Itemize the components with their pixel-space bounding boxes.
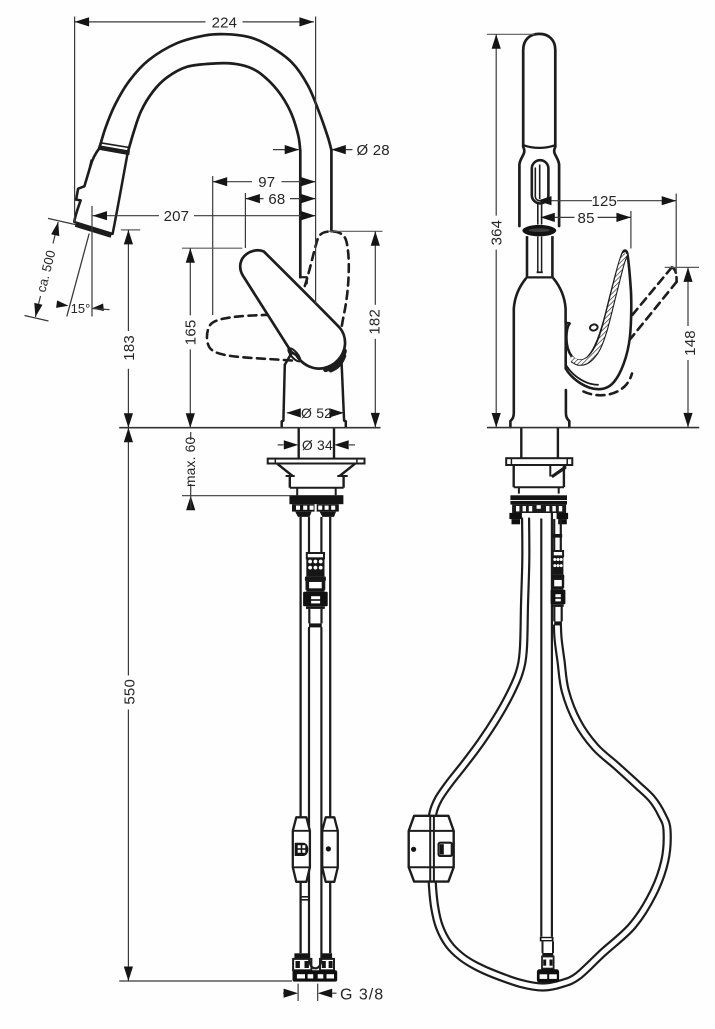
svg-text:364: 364 <box>488 220 505 246</box>
svg-text:550: 550 <box>122 679 139 705</box>
svg-text:85: 85 <box>578 210 595 227</box>
svg-text:max. 60: max. 60 <box>183 436 198 487</box>
svg-text:148: 148 <box>682 330 699 356</box>
svg-text:15°: 15° <box>71 301 91 316</box>
svg-text:182: 182 <box>367 309 384 335</box>
svg-text:97: 97 <box>258 174 275 191</box>
svg-text:68: 68 <box>268 191 285 208</box>
svg-text:207: 207 <box>164 208 190 225</box>
svg-text:125: 125 <box>591 193 617 210</box>
svg-text:G 3/8: G 3/8 <box>340 987 384 1004</box>
svg-text:Ø 52: Ø 52 <box>301 405 332 421</box>
svg-text:224: 224 <box>212 14 238 31</box>
svg-text:165: 165 <box>183 320 200 346</box>
svg-text:Ø 34: Ø 34 <box>302 437 333 453</box>
svg-text:Ø 28: Ø 28 <box>357 142 390 159</box>
svg-text:183: 183 <box>121 335 138 361</box>
